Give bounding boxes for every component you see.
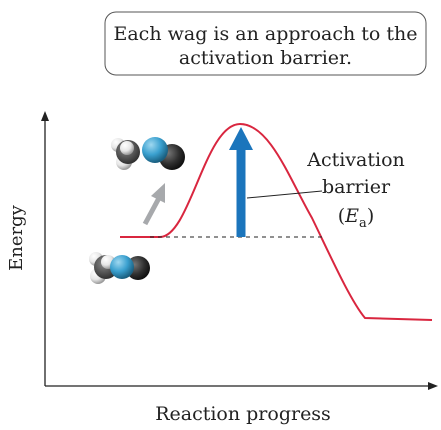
hydrogen-atom <box>120 141 134 155</box>
x-axis-label: Reaction progress <box>155 403 331 425</box>
wag-arrow <box>142 183 165 226</box>
nitrogen-atom <box>110 255 134 279</box>
barrier-label-line-2: barrier <box>322 176 391 198</box>
nitrogen-atom <box>142 137 168 163</box>
barrier-label-line-1: Activation <box>306 149 405 171</box>
energy-curve <box>120 122 433 321</box>
activation-barrier-arrow <box>229 127 253 237</box>
reactant-molecule <box>89 252 150 284</box>
bent-molecule <box>111 137 185 170</box>
y-axis-label: Energy <box>6 204 27 271</box>
callout-line-2: activation barrier. <box>179 47 352 69</box>
callout-line-1: Each wag is an approach to the <box>113 23 417 45</box>
callout-box: Each wag is an approach to the activatio… <box>104 11 427 76</box>
barrier-leader-line <box>246 190 323 199</box>
barrier-symbol: (Ea) <box>338 205 374 231</box>
